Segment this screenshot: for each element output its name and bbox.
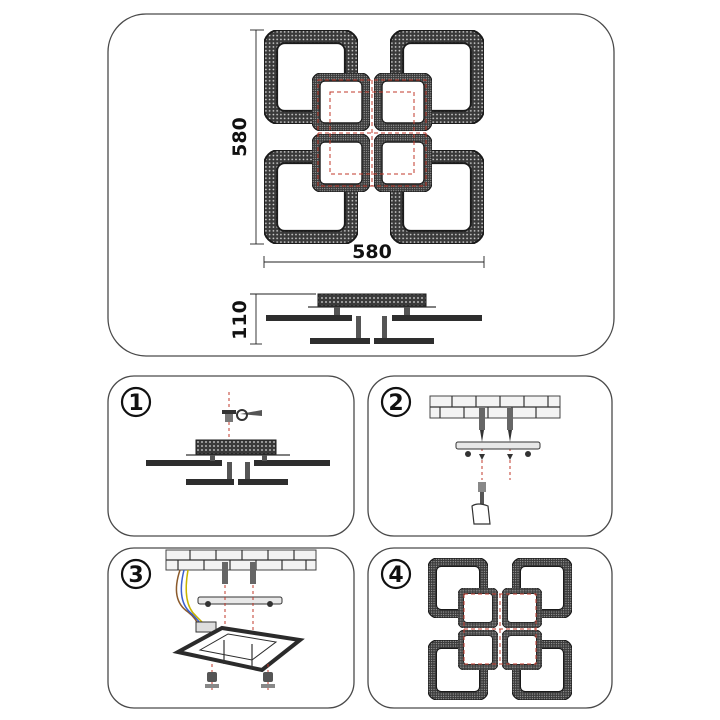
mounting-bracket bbox=[197, 585, 283, 640]
width-dimension: 580 bbox=[263, 241, 485, 268]
small-ring-bottom-right bbox=[374, 134, 432, 192]
anchor-right-icon bbox=[507, 408, 513, 430]
ceiling-wall bbox=[429, 395, 561, 419]
wrench-icon bbox=[236, 409, 262, 421]
assembled-fixture-top-view bbox=[428, 558, 572, 700]
side-height-dimension: 110 bbox=[229, 293, 316, 345]
small-ring-top-right bbox=[374, 73, 432, 131]
step-3-number: 3 bbox=[128, 563, 143, 588]
anchor-left-icon bbox=[479, 408, 485, 430]
side-view-drawing bbox=[266, 293, 482, 344]
step-1-number-badge bbox=[120, 386, 152, 418]
ceiling-wall bbox=[165, 549, 317, 571]
step-1-panel: 1 bbox=[107, 375, 355, 537]
step-4-number: 4 bbox=[388, 563, 403, 588]
width-label: 580 bbox=[352, 241, 392, 263]
top-view-drawing bbox=[264, 30, 484, 244]
cap-nut-left-icon bbox=[205, 664, 219, 690]
step-3-number-badge bbox=[120, 558, 152, 590]
fixture-base bbox=[172, 625, 305, 673]
screwdriver-hand-icon bbox=[471, 482, 491, 525]
side-height-label: 110 bbox=[229, 300, 251, 340]
small-ring-top-left bbox=[312, 73, 370, 131]
dimension-panel: 580 580 110 bbox=[107, 13, 615, 357]
step-2-number-badge bbox=[380, 386, 412, 418]
step-1-number: 1 bbox=[128, 391, 143, 416]
step-4-number-badge bbox=[380, 558, 412, 590]
step-3-panel: 3 bbox=[107, 547, 355, 709]
step-2-panel: 2 bbox=[367, 375, 613, 537]
small-ring-bottom-left bbox=[312, 134, 370, 192]
height-dimension: 580 bbox=[229, 29, 264, 245]
step-2-number: 2 bbox=[388, 391, 403, 416]
terminal-block bbox=[195, 621, 217, 633]
anchor-left-icon bbox=[222, 562, 228, 584]
step-4-panel: 4 bbox=[367, 547, 613, 709]
height-label: 580 bbox=[229, 117, 251, 157]
anchor-right-icon bbox=[250, 562, 256, 584]
mounting-bracket bbox=[455, 430, 541, 457]
cap-nut-right-icon bbox=[261, 664, 275, 690]
screw-icon bbox=[222, 410, 236, 422]
